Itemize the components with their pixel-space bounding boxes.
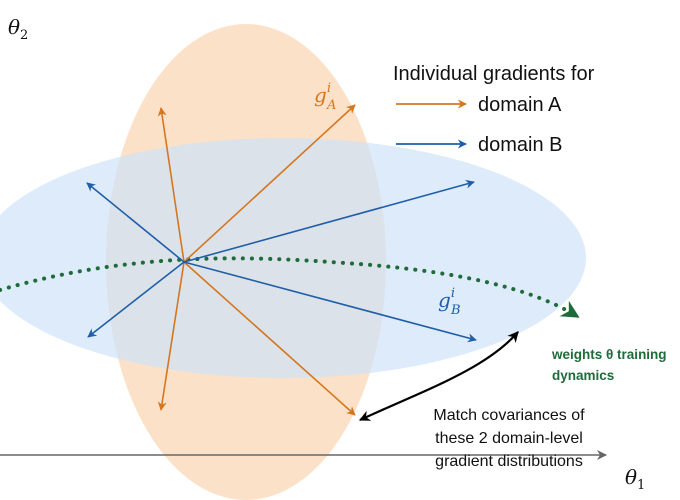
legend-domain-b-label: domain B [478, 134, 563, 156]
domain-b-gradients [86, 179, 477, 343]
theta1-label: θ1 [625, 465, 645, 493]
grad-b-arrow [87, 261, 185, 338]
domain-b-ellipse [0, 138, 586, 378]
grad-a-arrow [183, 104, 356, 263]
grad-a-arrow [157, 261, 185, 411]
theta2-label: θ2 [8, 15, 28, 43]
grad-a-arrow [157, 107, 185, 263]
weights-dynamics-label-line1: weights θ training [551, 347, 667, 362]
grad-b-arrow [183, 179, 475, 263]
weights-dynamics-label-line2: dynamics [552, 368, 614, 383]
match-label-line2: these 2 domain-level [435, 430, 583, 447]
match-label-line3: gradient distributions [435, 453, 583, 470]
match-covariance-arrow [359, 331, 519, 421]
legend-domain-a-label: domain A [478, 94, 562, 116]
grad-b-arrow [183, 261, 477, 343]
grad-a-arrow [183, 261, 356, 416]
legend-title: Individual gradients for [393, 63, 595, 85]
grad-b-arrow [86, 182, 185, 263]
domain-a-gradients [157, 104, 356, 416]
match-label-line1: Match covariances of [433, 407, 585, 424]
